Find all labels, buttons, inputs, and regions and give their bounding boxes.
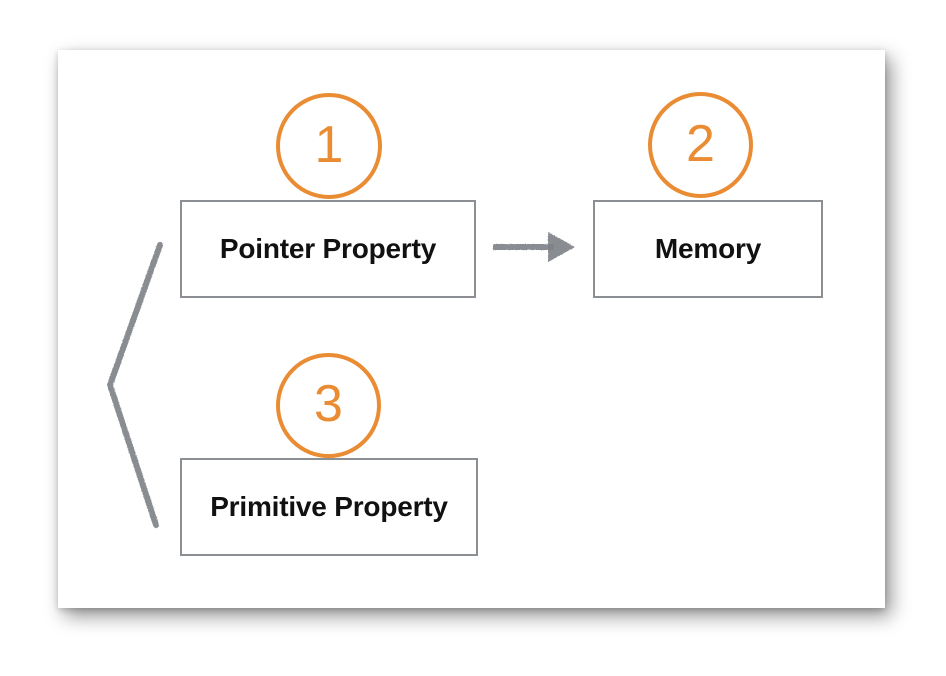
node-memory[interactable]: Memory [593,200,823,298]
node-pointer-property[interactable]: Pointer Property [180,200,476,298]
step-badge-2-number: 2 [686,114,715,173]
node-pointer-property-label: Pointer Property [219,233,437,264]
step-badge-1[interactable]: 1 [276,93,382,199]
step-badge-3[interactable]: 3 [276,353,381,458]
node-memory-label: Memory [654,233,762,264]
step-badge-3-number: 3 [314,375,343,433]
node-primitive-property-label: Primitive Property [210,491,448,522]
step-badge-2[interactable]: 2 [648,92,753,198]
node-primitive-property[interactable]: Primitive Property [180,458,478,556]
step-badge-1-number: 1 [314,115,344,174]
